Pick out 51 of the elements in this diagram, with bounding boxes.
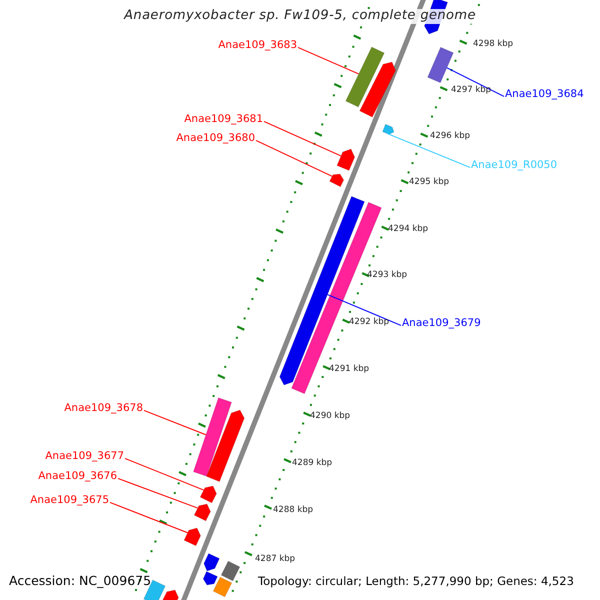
gene-label: Anae109_3684 <box>505 88 584 100</box>
gene-block <box>212 576 232 598</box>
gene-label: Anae109_3678 <box>64 402 143 414</box>
gene-block <box>202 571 218 586</box>
tick-label: 4294 kbp <box>388 225 428 235</box>
leader-line <box>298 46 360 74</box>
leader-line <box>264 120 342 156</box>
gene-block <box>194 504 211 522</box>
gene-block <box>220 560 240 582</box>
leader-line <box>118 478 198 509</box>
leader-line <box>124 458 204 491</box>
accession-text: Accession: NC_009675 <box>9 574 152 588</box>
gene-block <box>200 486 217 504</box>
gene-block <box>206 410 245 482</box>
gene-block <box>345 46 385 108</box>
tick-label: 4295 kbp <box>409 178 450 188</box>
gene-block <box>193 397 232 477</box>
tick-label: 4298 kbp <box>473 40 514 50</box>
gene-marker <box>382 124 394 135</box>
title: Anaeromyxobacter sp. Fw109-5, complete genome <box>122 9 478 24</box>
tick-label: 4288 kbp <box>273 506 314 516</box>
tick-label: 4289 kbp <box>292 459 332 469</box>
leader-line <box>446 67 504 97</box>
tick-label: 4291 kbp <box>329 365 370 375</box>
tick-label: 4290 kbp <box>310 412 350 422</box>
gene-label: Anae109_3677 <box>45 450 124 462</box>
gene-label: Anae109_3683 <box>218 39 297 52</box>
gene-label: Anae109_3681 <box>184 113 263 126</box>
gene-block <box>184 528 201 546</box>
gene-label: Anae109_3676 <box>38 470 117 482</box>
gene-block <box>336 148 356 171</box>
gene-block <box>329 174 344 188</box>
tick-label: 4287 kbp <box>255 555 296 565</box>
gene-block <box>359 62 396 118</box>
gene-label: Anae109_3680 <box>176 132 255 144</box>
tick-label: 4296 kbp <box>430 132 470 142</box>
gene-block <box>162 590 179 600</box>
gene-block <box>427 46 454 84</box>
genome-summary: Topology: circular; Length: 5,277,990 bp; Genes: 4,523 <box>258 575 574 588</box>
tick-label: 4293 kbp <box>367 271 408 281</box>
tick-label: 4297 kbp <box>451 86 492 96</box>
leader-line <box>387 133 470 168</box>
gene-label: Anae109_R0050 <box>471 159 558 172</box>
gene-label: Anae109_3679 <box>402 317 481 330</box>
leader-line <box>144 410 206 436</box>
leader-line <box>256 140 333 177</box>
gene-label: Anae109_3675 <box>30 494 109 506</box>
leader-line <box>327 294 402 326</box>
gene-block <box>204 553 220 572</box>
tick-label: 4292 kbp <box>349 318 390 328</box>
leader-line <box>110 502 188 534</box>
